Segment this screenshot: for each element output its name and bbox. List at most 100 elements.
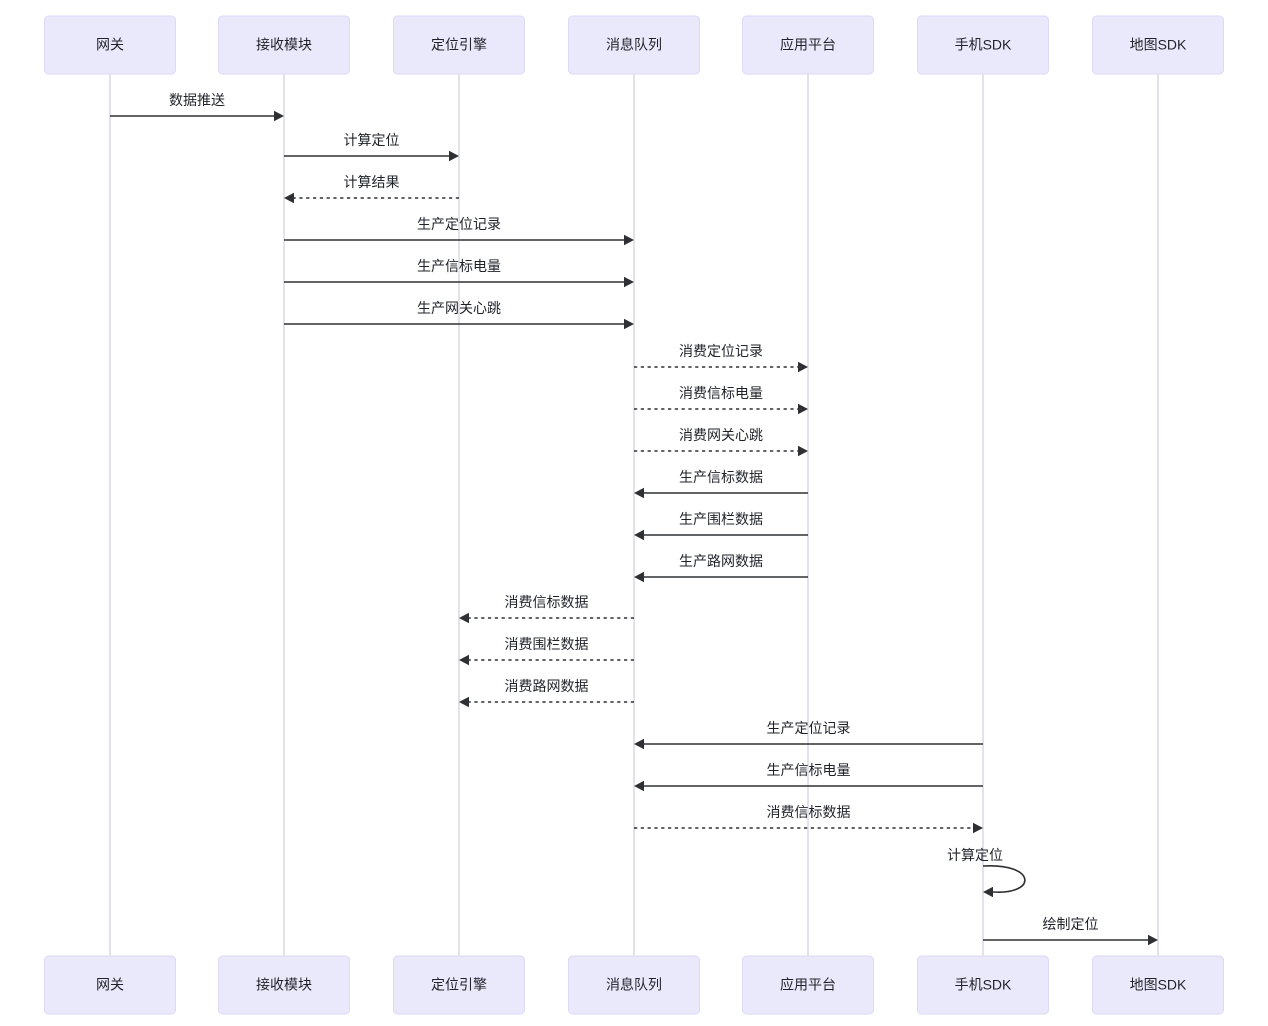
participant-top-mq[interactable]: 消息队列 <box>568 15 700 75</box>
message-6: 生产网关心跳 <box>284 300 634 330</box>
message-arrow-head <box>973 822 983 834</box>
participant-label: 接收模块 <box>256 37 312 53</box>
participant-box <box>393 955 525 1015</box>
message-4: 生产定位记录 <box>284 216 634 246</box>
participant-top-receiver[interactable]: 接收模块 <box>218 15 350 75</box>
participant-label: 接收模块 <box>256 977 312 993</box>
participant-label: 手机SDK <box>955 37 1012 53</box>
participant-label: 地图SDK <box>1130 977 1187 993</box>
message-12: 生产路网数据 <box>634 553 808 583</box>
participant-top-phonesdk[interactable]: 手机SDK <box>917 15 1049 75</box>
self-message-label: 计算定位 <box>947 847 1003 863</box>
message-label: 生产信标电量 <box>417 258 501 274</box>
participant-box <box>218 15 350 75</box>
self-message-arrow-head <box>983 886 993 898</box>
participant-bottom-mq[interactable]: 消息队列 <box>568 955 700 1015</box>
participant-box <box>568 955 700 1015</box>
participant-label: 定位引擎 <box>431 977 487 993</box>
participant-box <box>1092 955 1224 1015</box>
message-11: 生产围栏数据 <box>634 511 808 541</box>
message-arrow-head <box>624 276 634 288</box>
message-18: 消费信标数据 <box>634 804 983 834</box>
participant-label: 网关 <box>96 37 124 53</box>
participant-box <box>218 955 350 1015</box>
participant-box <box>44 15 176 75</box>
message-5: 生产信标电量 <box>284 258 634 288</box>
message-arrow-head <box>459 696 469 708</box>
participant-top-engine[interactable]: 定位引擎 <box>393 15 525 75</box>
message-17: 生产信标电量 <box>634 762 983 792</box>
participant-label: 地图SDK <box>1130 37 1187 53</box>
participant-bottom-phonesdk[interactable]: 手机SDK <box>917 955 1049 1015</box>
message-label: 生产路网数据 <box>679 553 763 569</box>
participant-bottom-gateway[interactable]: 网关 <box>44 955 176 1015</box>
message-label: 消费信标电量 <box>679 385 763 401</box>
message-arrow-head <box>1148 934 1158 946</box>
participant-top-gateway[interactable]: 网关 <box>44 15 176 75</box>
participant-bottom-engine[interactable]: 定位引擎 <box>393 955 525 1015</box>
message-label: 生产围栏数据 <box>679 511 763 527</box>
message-arrow-head <box>459 612 469 624</box>
message-label: 消费路网数据 <box>505 678 589 694</box>
message-13: 消费信标数据 <box>459 594 634 624</box>
message-arrow-head <box>274 110 284 122</box>
message-19: 绘制定位 <box>983 916 1158 946</box>
message-arrow-head <box>634 487 644 499</box>
participant-box <box>1092 15 1224 75</box>
participant-bottom-receiver[interactable]: 接收模块 <box>218 955 350 1015</box>
participant-top-platform[interactable]: 应用平台 <box>742 15 874 75</box>
message-label: 消费定位记录 <box>679 343 763 359</box>
participant-label: 应用平台 <box>780 37 836 53</box>
lifelines-group <box>109 74 1159 956</box>
self-message-1: 计算定位 <box>947 847 1026 898</box>
participant-box <box>44 955 176 1015</box>
participant-box <box>917 15 1049 75</box>
message-label: 计算定位 <box>344 132 400 148</box>
message-3: 计算结果 <box>284 174 459 204</box>
message-label: 生产信标电量 <box>767 762 851 778</box>
participant-label: 消息队列 <box>606 37 662 53</box>
participant-bottom-platform[interactable]: 应用平台 <box>742 955 874 1015</box>
participant-box <box>393 15 525 75</box>
message-arrow-head <box>798 403 808 415</box>
message-label: 计算结果 <box>344 174 400 190</box>
message-label: 生产网关心跳 <box>417 300 501 316</box>
message-9: 消费网关心跳 <box>634 427 808 457</box>
message-arrow-head <box>449 150 459 162</box>
message-label: 消费信标数据 <box>767 804 851 820</box>
message-arrow-head <box>459 654 469 666</box>
participant-label: 手机SDK <box>955 977 1012 993</box>
participant-box <box>917 955 1049 1015</box>
message-label: 生产信标数据 <box>679 469 763 485</box>
message-14: 消费围栏数据 <box>459 636 634 666</box>
message-16: 生产定位记录 <box>634 720 983 750</box>
message-arrow-head <box>634 738 644 750</box>
message-label: 绘制定位 <box>1043 916 1099 932</box>
message-7: 消费定位记录 <box>634 343 808 373</box>
message-arrow-head <box>624 234 634 246</box>
message-arrow-head <box>798 445 808 457</box>
participant-label: 定位引擎 <box>431 37 487 53</box>
participant-label: 消息队列 <box>606 977 662 993</box>
message-label: 消费信标数据 <box>505 594 589 610</box>
message-label: 生产定位记录 <box>767 720 851 736</box>
participant-bottom-mapsdk[interactable]: 地图SDK <box>1092 955 1224 1015</box>
message-label: 数据推送 <box>169 92 225 108</box>
self-message-loop <box>982 865 1026 893</box>
message-1: 数据推送 <box>110 92 284 122</box>
message-arrow-head <box>634 780 644 792</box>
participant-label: 网关 <box>96 977 124 993</box>
message-2: 计算定位 <box>284 132 459 162</box>
participant-box <box>568 15 700 75</box>
message-arrow-head <box>624 318 634 330</box>
participant-top-mapsdk[interactable]: 地图SDK <box>1092 15 1224 75</box>
participant-box <box>742 15 874 75</box>
message-8: 消费信标电量 <box>634 385 808 415</box>
message-label: 生产定位记录 <box>417 216 501 232</box>
participant-label: 应用平台 <box>780 977 836 993</box>
messages-group: 数据推送计算定位计算结果生产定位记录生产信标电量生产网关心跳消费定位记录消费信标… <box>110 92 1158 946</box>
message-arrow-head <box>634 571 644 583</box>
participants-group: 网关网关接收模块接收模块定位引擎定位引擎消息队列消息队列应用平台应用平台手机SD… <box>44 15 1224 1015</box>
